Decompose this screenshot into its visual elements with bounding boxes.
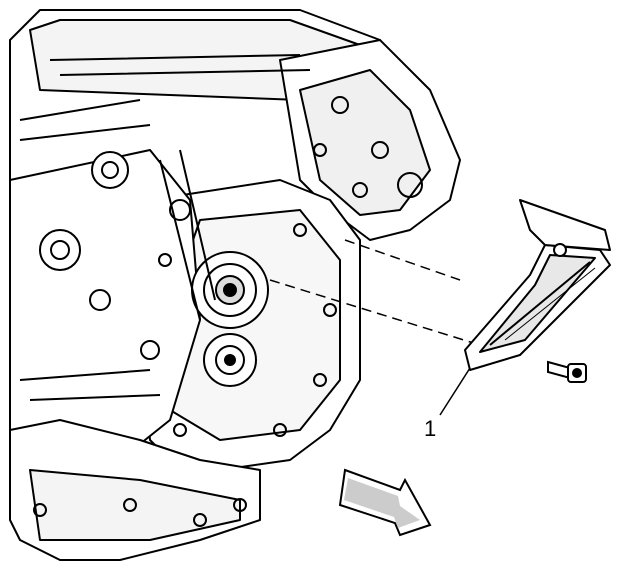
- leader-lines: [269, 239, 481, 346]
- front-direction-arrow: [338, 468, 432, 537]
- timing-chain-guide: [464, 199, 611, 371]
- callout-leader: [439, 367, 471, 416]
- callout-number-1: 1: [424, 416, 437, 441]
- guide-bolt: [547, 360, 587, 383]
- engine-detail: [19, 54, 423, 527]
